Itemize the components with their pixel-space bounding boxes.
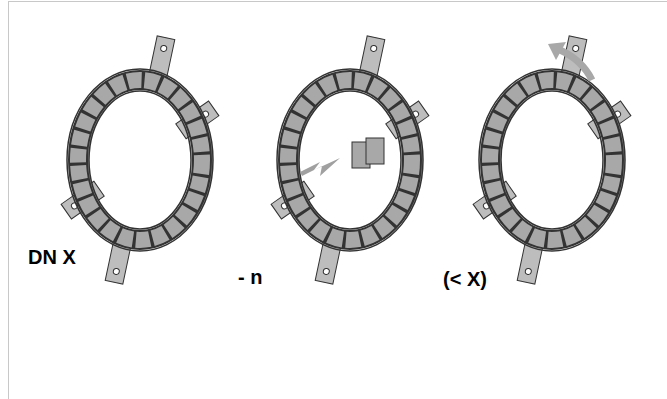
- label-text: (< X): [443, 268, 487, 290]
- size-label: (< X): [443, 268, 487, 290]
- size-label: DN X: [28, 246, 76, 268]
- label-text: - n: [238, 266, 262, 288]
- size-label: - n: [238, 266, 262, 288]
- label-text: DN X: [28, 246, 76, 268]
